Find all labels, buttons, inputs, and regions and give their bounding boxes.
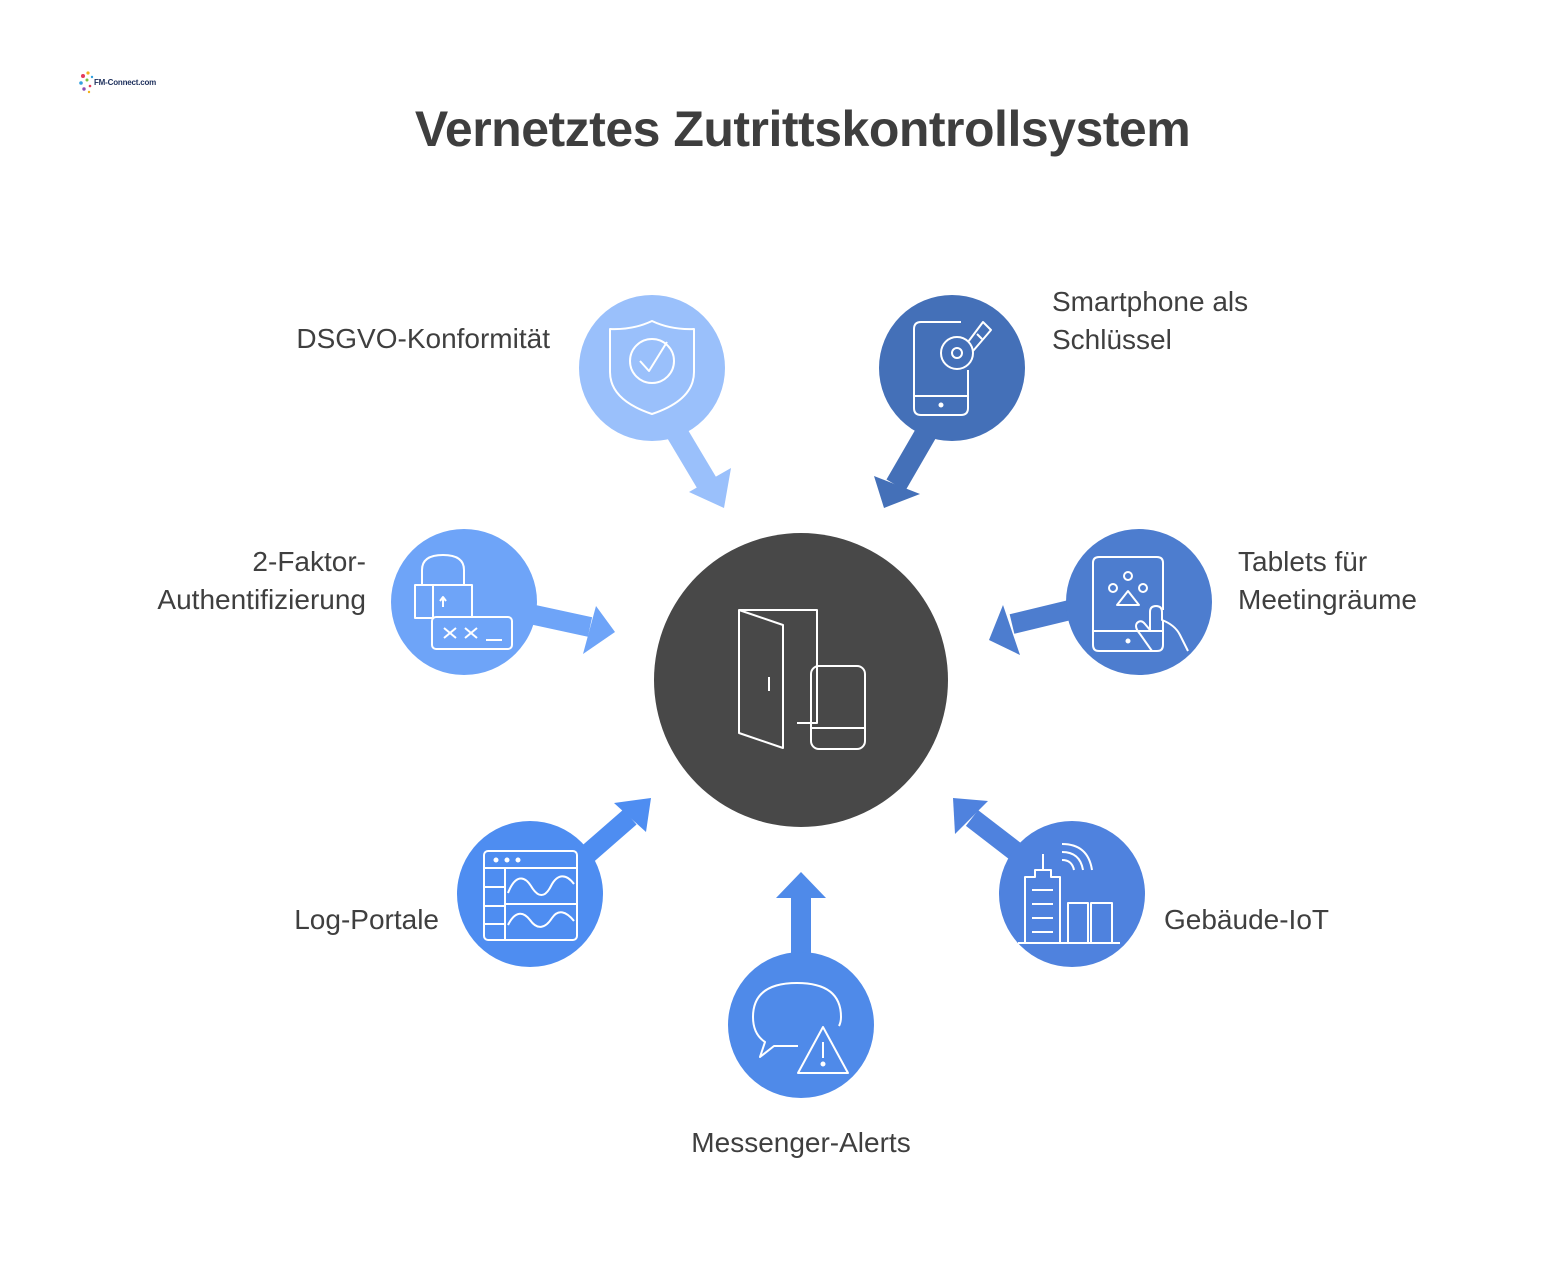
arrow-twofactor [527,604,615,654]
label-messenger: Messenger-Alerts [600,1124,1002,1162]
page-title: Vernetztes Zutrittskontrollsystem [414,101,1191,157]
logportale-circle [457,821,603,967]
shield-check-icon [609,320,695,415]
label-messenger-line1: Messenger-Alerts [691,1127,911,1158]
label-dsgvo-line1: DSGVO-Konformität [296,323,550,354]
iot-circle [999,821,1145,967]
logo-dots-icon [79,71,94,94]
tablets-circle [1066,529,1212,675]
twofactor-circle [391,529,537,675]
label-smartphone: Smartphone als Schlüssel [1052,283,1352,359]
label-smartphone-line2: Schlüssel [1052,324,1172,355]
label-smartphone-line1: Smartphone als [1052,286,1249,317]
logo-text: FM-Connect.com [94,78,157,87]
building-signal-icon [1018,843,1120,944]
company-logo: FM-Connect.com [78,70,156,96]
arrow-messenger [776,872,826,958]
label-twofactor-line2: Authentifizierung [157,584,366,615]
arrow-dsgvo [664,422,731,508]
label-tablets: Tablets für Meetingräume [1238,543,1538,619]
label-tablets-line1: Tablets für [1238,546,1368,577]
label-twofactor-line1: 2-Faktor- [252,546,366,577]
label-iot-line1: Gebäude-IoT [1164,904,1329,935]
lock-password-icon [414,554,513,650]
label-iot: Gebäude-IoT [1164,901,1464,939]
door-and-phone-icon [738,609,866,750]
chat-alert-icon [752,982,849,1074]
arrow-iot [953,798,1027,863]
label-dsgvo: DSGVO-Konformität [200,320,550,358]
label-logportale: Log-Portale [200,901,439,939]
arrow-tablets [989,600,1073,655]
dashboard-chart-icon [483,850,578,941]
label-twofactor: 2-Faktor- Authentifizierung [60,543,366,619]
label-tablets-line2: Meetingräume [1238,584,1417,615]
arrow-logportale [576,798,651,866]
label-logportale-line1: Log-Portale [294,904,439,935]
phone-key-icon [913,321,992,416]
center-hub-circle [654,533,948,827]
messenger-circle [728,952,874,1098]
arrow-smartphone [874,422,939,508]
tablet-hand-icon [1092,556,1189,652]
